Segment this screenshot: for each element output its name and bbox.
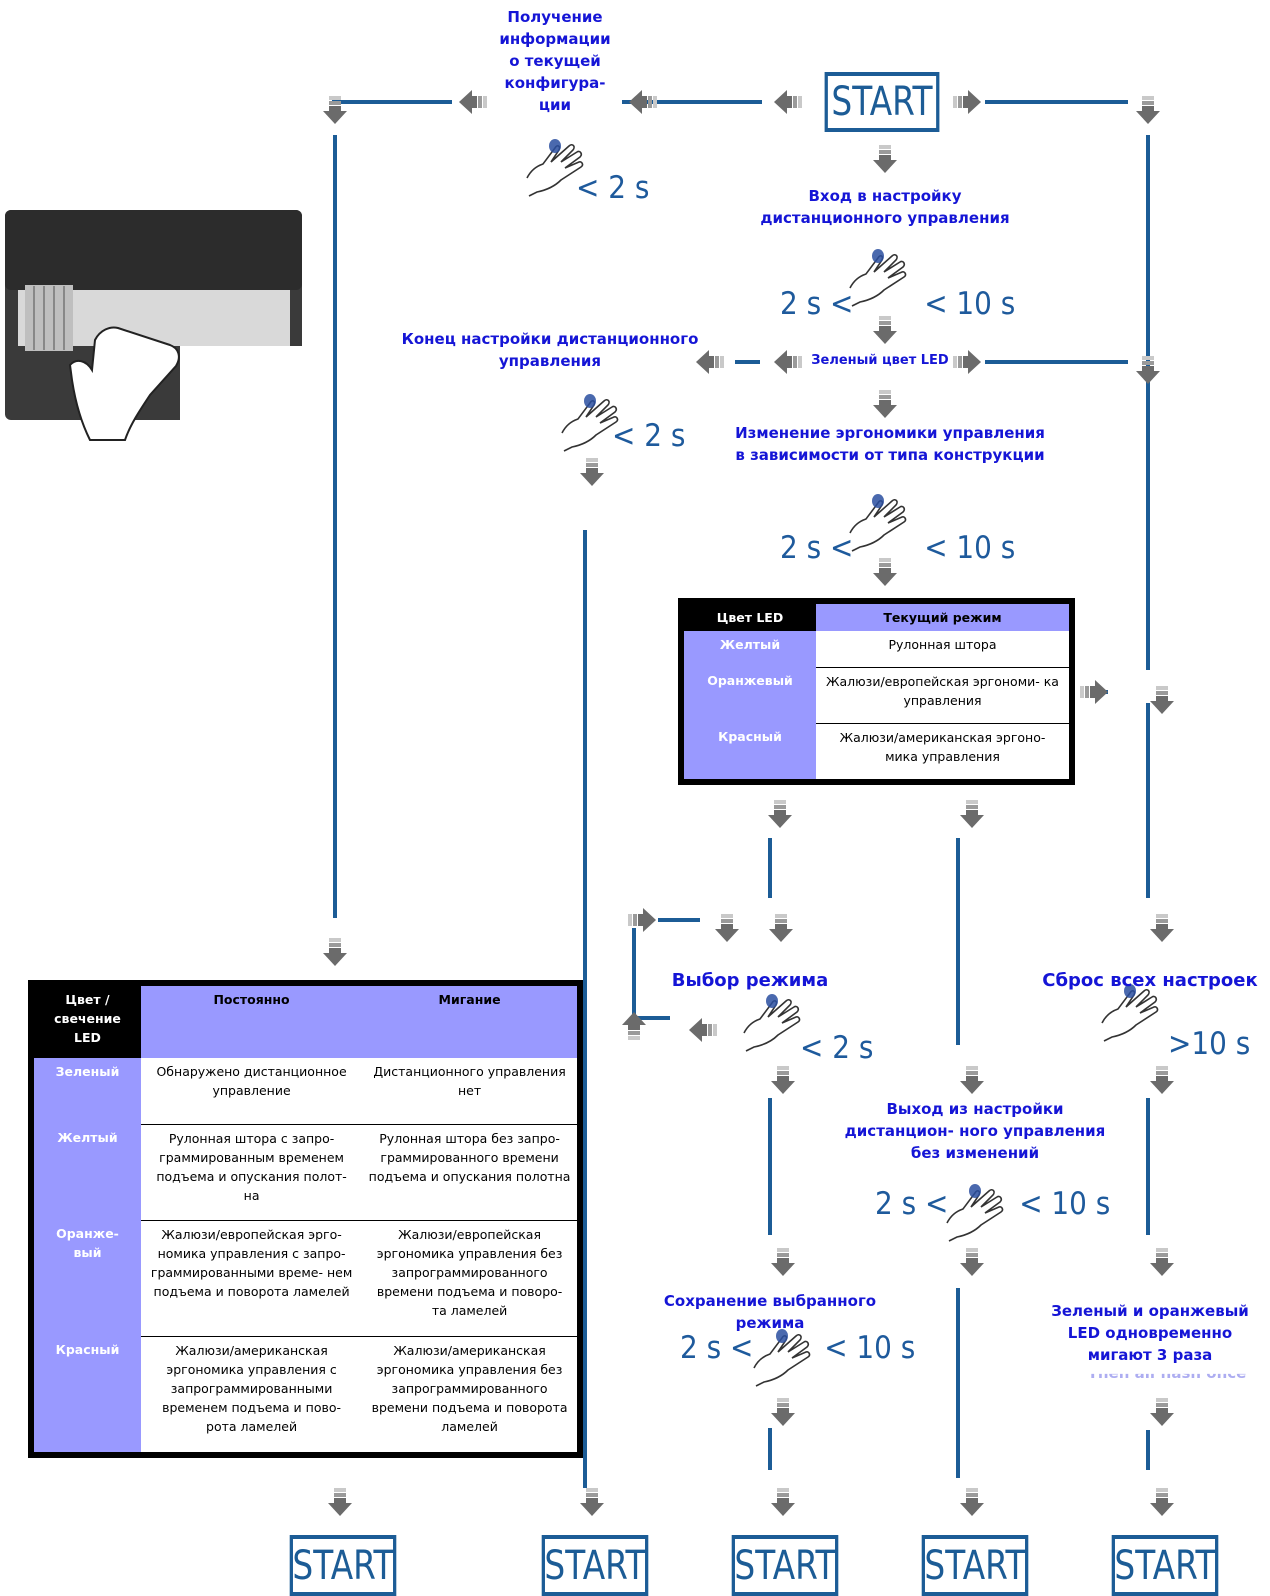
timing-change: 2 s < < 10 s <box>780 530 1016 566</box>
led-row-blink: Рулонная штора без запро- граммированног… <box>362 1124 580 1221</box>
led-table-header-color: Цвет / свечение LED <box>31 983 141 1058</box>
label-enter-setup: Вход в настройку дистанционного управлен… <box>760 187 1010 227</box>
timing-save: 2 s < < 10 s <box>680 1330 916 1366</box>
start-bottom-box: START <box>289 1535 397 1596</box>
label-get-info: Получение информации о текущей конфигура… <box>499 8 611 114</box>
led-row-color: Желтый <box>31 1124 141 1220</box>
start-bottom-box: START <box>731 1535 839 1596</box>
label-end-setup: Конец настройки дистанционного управлени… <box>401 330 699 370</box>
label-green-orange-blink: Зеленый и оранжевый LED одновременно миг… <box>1051 1302 1249 1364</box>
timing-get-info: < 2 s <box>576 170 650 206</box>
label-reset-all: Сброс всех настроек <box>1042 970 1258 991</box>
led-table-header-steady: Постоянно <box>141 983 363 1058</box>
mode-row-mode: Жалюзи/американская эргоно- мика управле… <box>816 723 1072 783</box>
mode-table-header-color: Цвет LED <box>681 601 816 631</box>
timing-select: < 2 s <box>800 1030 874 1066</box>
led-table-header-blink: Мигание <box>362 983 580 1058</box>
mode-row-mode: Рулонная штора <box>816 631 1072 668</box>
label-change-ergo: Изменение эргономики управления в зависи… <box>735 424 1045 464</box>
start-bottom-box: START <box>541 1535 649 1596</box>
mode-table: Цвет LED Текущий режим Желтый Рулонная ш… <box>678 598 1075 785</box>
start-bottom-box: START <box>1111 1535 1219 1596</box>
label-save-mode: Сохранение выбранного режима <box>663 1292 877 1332</box>
faded-text: Then all flash once <box>1087 1364 1247 1382</box>
led-row-steady: Жалюзи/американская эргономика управлени… <box>141 1336 363 1456</box>
timing-exit: 2 s < < 10 s <box>875 1186 1111 1222</box>
led-row-color: Оранже- вый <box>31 1220 141 1336</box>
mode-row-mode: Жалюзи/европейская эргономи- ка управлен… <box>816 667 1072 724</box>
timing-enter: 2 s < < 10 s <box>780 286 1016 322</box>
timing-end: < 2 s <box>612 418 686 454</box>
led-row-blink: Жалюзи/европейская эргономика управления… <box>362 1220 580 1337</box>
start-bottom-box: START <box>921 1535 1029 1596</box>
mode-row-color: Желтый <box>681 631 816 667</box>
led-row-color: Красный <box>31 1336 141 1455</box>
timing-reset: >10 s <box>1168 1026 1251 1062</box>
mode-row-color: Красный <box>681 723 816 782</box>
mode-table-header-mode: Текущий режим <box>816 601 1072 631</box>
led-row-blink: Дистанционного управления нет <box>362 1058 580 1125</box>
mode-row-color: Оранжевый <box>681 667 816 723</box>
label-green-led: Зеленый цвет LED <box>811 353 949 368</box>
flow-lines <box>332 100 1150 1488</box>
label-exit-no-change: Выход из настройки дистанцион- ного упра… <box>844 1100 1106 1162</box>
start-top-box: START <box>824 72 940 132</box>
led-row-steady: Обнаружено дистанционное управление <box>141 1058 363 1125</box>
led-row-blink: Жалюзи/американская эргономика управлени… <box>362 1336 580 1456</box>
led-row-steady: Рулонная штора с запро- граммированным в… <box>141 1124 363 1221</box>
led-table: Цвет / свечение LED Постоянно Мигание Зе… <box>28 980 583 1458</box>
led-row-steady: Жалюзи/европейская эрго- номика управлен… <box>141 1220 363 1337</box>
led-row-color: Зеленый <box>31 1058 141 1124</box>
device-photo <box>5 210 302 441</box>
label-select-mode: Выбор режима <box>671 970 829 991</box>
